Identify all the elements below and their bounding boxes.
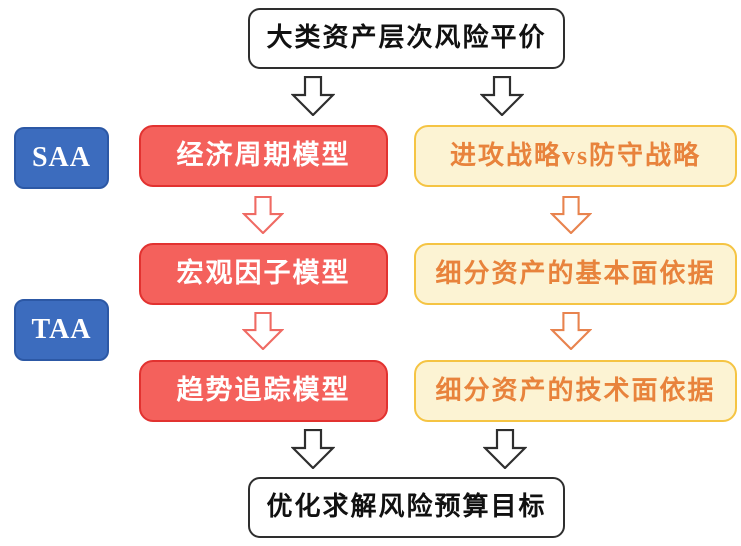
- down-arrow-icon: [480, 76, 524, 116]
- down-arrow-icon: [550, 312, 592, 350]
- node-trend-following-model: 趋势追踪模型: [139, 360, 388, 422]
- node-economic-cycle-model: 经济周期模型: [139, 125, 388, 187]
- down-arrow-icon: [242, 312, 284, 350]
- side-label-taa: TAA: [14, 299, 109, 361]
- node-macro-factor-model: 宏观因子模型: [139, 243, 388, 305]
- side-label-saa: SAA: [14, 127, 109, 189]
- down-arrow-icon: [291, 76, 335, 116]
- down-arrow-icon: [550, 196, 592, 234]
- down-arrow-icon: [242, 196, 284, 234]
- down-arrow-icon: [291, 429, 335, 469]
- bottom-node-optimize-risk-budget-target: 优化求解风险预算目标: [248, 477, 565, 538]
- top-node-asset-class-risk-parity: 大类资产层次风险平价: [248, 8, 565, 69]
- node-offense-vs-defense-strategy: 进攻战略vs防守战略: [414, 125, 737, 187]
- node-subasset-technical-basis: 细分资产的技术面依据: [414, 360, 737, 422]
- node-subasset-fundamental-basis: 细分资产的基本面依据: [414, 243, 737, 305]
- down-arrow-icon: [483, 429, 527, 469]
